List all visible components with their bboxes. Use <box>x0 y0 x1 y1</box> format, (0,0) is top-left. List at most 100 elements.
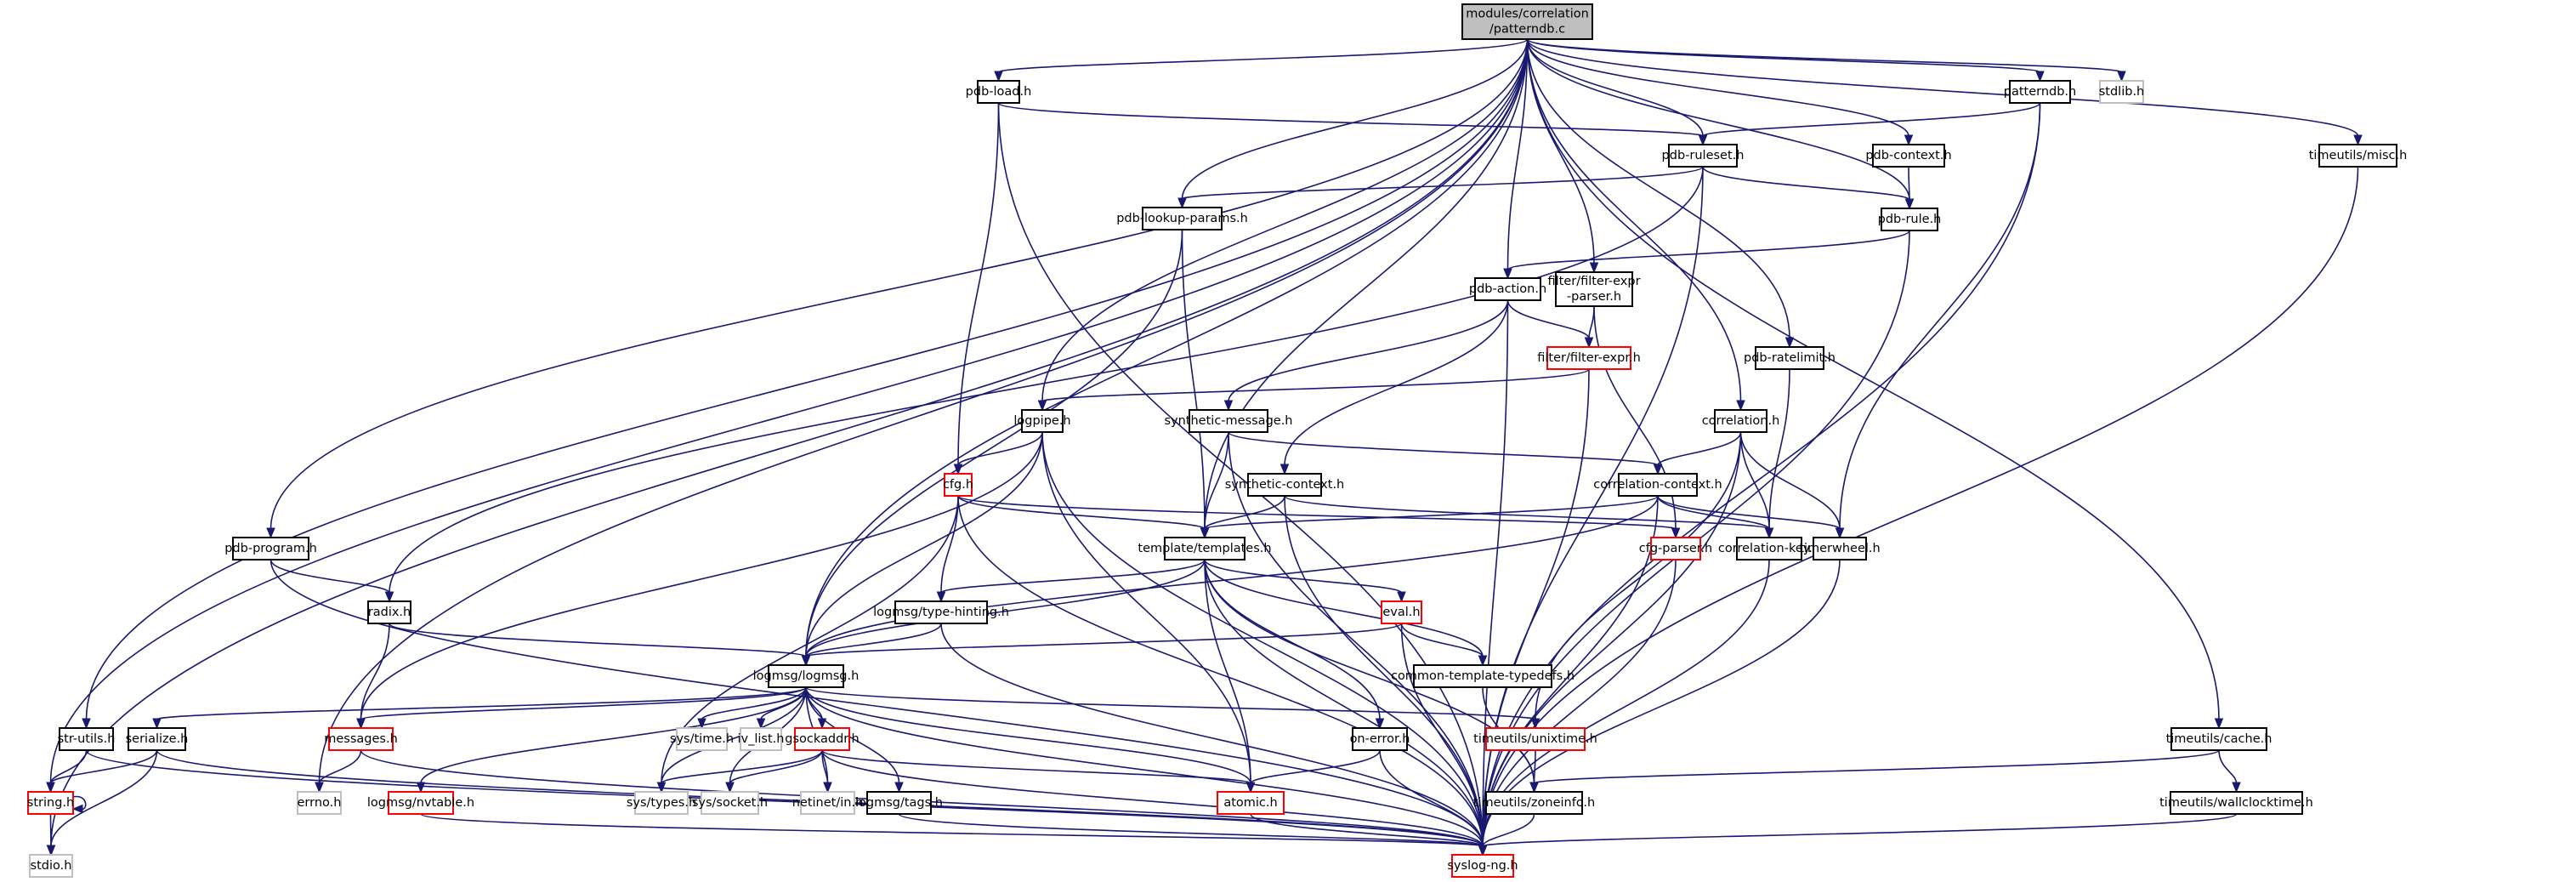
edge-serialize-to-string-h <box>49 749 158 784</box>
edge-timeutils-cache-to-zoneinfo <box>1533 749 2220 784</box>
arrowhead-icon <box>82 718 91 730</box>
node-pdb-ratelimit[interactable]: pdb-ratelimit.h <box>1744 346 1836 370</box>
edge-type-hinting-to-logmsg <box>805 623 942 657</box>
node-nvtable[interactable]: logmsg/nvtable.h <box>367 791 474 815</box>
edge-correlation-h-to-correlation-context <box>1657 431 1742 466</box>
node-pdb-rule[interactable]: pdb-rule.h <box>1878 208 1942 231</box>
edge-logpipe-to-atomic <box>1041 431 1251 784</box>
node-box <box>944 473 973 497</box>
edge-synthetic-message-to-templates <box>1204 431 1229 530</box>
node-pdb-context[interactable]: pdb-context.h <box>1865 144 1952 168</box>
edge-patterndb-h-to-timerwheel <box>1839 102 2041 530</box>
node-box <box>1217 791 1285 815</box>
node-serialize[interactable]: serialize.h <box>126 727 189 751</box>
node-box <box>1755 346 1824 370</box>
node-messages[interactable]: messages.h <box>324 727 398 751</box>
node-label: correlation-context.h <box>1593 478 1722 492</box>
arrowhead-icon <box>2353 134 2363 146</box>
node-synthetic-message[interactable]: synthetic-message.h <box>1164 409 1293 433</box>
node-patterndb-h[interactable]: patterndb.h <box>2004 80 2077 104</box>
node-wallclocktime[interactable]: timeutils/wallclocktime.h <box>2159 791 2313 815</box>
node-zoneinfo[interactable]: timeutils/zoneinfo.h <box>1473 791 1595 815</box>
node-pdb-ruleset[interactable]: pdb-ruleset.h <box>1662 144 1745 168</box>
edge-correlation-context-to-correlation-key <box>1657 495 1770 530</box>
node-box <box>1381 600 1422 624</box>
node-box <box>794 727 850 751</box>
node-box <box>676 727 728 751</box>
node-type-hinting[interactable]: logmsg/type-hinting.h <box>873 600 1009 624</box>
node-timerwheel[interactable]: timerwheel.h <box>1799 537 1881 560</box>
edge-logpipe-to-logmsg <box>805 431 1043 657</box>
node-label: patterndb.h <box>2004 85 2077 99</box>
arrowhead-icon <box>936 591 946 603</box>
node-logmsg[interactable]: logmsg/logmsg.h <box>753 664 860 688</box>
node-pdb-load[interactable]: pdb-load.h <box>966 80 1032 104</box>
node-string-h[interactable]: string.h <box>27 791 74 815</box>
node-correlation-context[interactable]: correlation-context.h <box>1593 473 1722 497</box>
node-root[interactable]: modules/correlation/patterndb.c <box>1461 3 1593 40</box>
edge-root-to-timeutils-misc <box>1526 38 2359 137</box>
node-radix[interactable]: radix.h <box>367 600 411 624</box>
edge-cfg-to-syslog-ng <box>957 495 1484 847</box>
node-box <box>1021 409 1064 433</box>
node-gsockaddr[interactable]: gsockaddr.h <box>785 727 860 751</box>
edge-root-to-pdb-ratelimit <box>1526 38 1790 339</box>
node-synthetic-context[interactable]: synthetic-context.h <box>1225 473 1345 497</box>
arrowhead-icon <box>46 845 56 856</box>
node-iv-list: iv_list.h <box>738 727 784 751</box>
node-label: pdb-lookup-params.h <box>1116 212 1248 225</box>
edge-unixtime-to-zoneinfo <box>1533 749 1536 784</box>
edge-synthetic-message-to-syslog-ng <box>1228 431 1484 847</box>
edge-type-hinting-to-syslog-ng <box>940 623 1484 847</box>
node-timeutils-cache[interactable]: timeutils/cache.h <box>2166 727 2272 751</box>
node-syslog-ng[interactable]: syslog-ng.h <box>1447 854 1518 878</box>
node-pdb-action[interactable]: pdb-action.h <box>1469 277 1546 301</box>
node-cfg-parser[interactable]: cfg-parser.h <box>1639 537 1712 560</box>
node-box <box>1714 409 1767 433</box>
arrowhead-icon <box>356 718 366 730</box>
arrowhead-icon <box>894 782 904 794</box>
node-label: common-template-typedefs.h <box>1391 669 1575 683</box>
node-cfg[interactable]: cfg.h <box>943 473 973 497</box>
node-str-utils[interactable]: str-utils.h <box>58 727 116 751</box>
node-box <box>1736 537 1802 560</box>
edge-correlation-context-to-logmsg <box>805 495 1659 657</box>
node-pdb-lookup-params[interactable]: pdb-lookup-params.h <box>1116 207 1248 230</box>
node-box <box>328 727 394 751</box>
node-box <box>1813 537 1867 560</box>
arrowhead-icon <box>1904 134 1914 146</box>
node-unixtime[interactable]: timeutils/unixtime.h <box>1473 727 1597 751</box>
node-filter-expr[interactable]: filter/filter-expr.h <box>1537 346 1641 370</box>
edge-templates-to-atomic <box>1204 559 1251 784</box>
node-label: modules/correlation <box>1466 8 1589 21</box>
node-box <box>1485 727 1586 751</box>
node-label: gsockaddr.h <box>785 732 859 746</box>
node-sys-types: sys/types.h <box>627 791 696 815</box>
node-filter-expr-parser[interactable]: filter/filter-expr-parser.h <box>1547 271 1641 307</box>
node-templates[interactable]: template/templates.h <box>1138 537 1272 560</box>
node-common-template-typedefs[interactable]: common-template-typedefs.h <box>1391 664 1575 688</box>
edge-logmsg-to-logmsg-tags <box>805 686 900 784</box>
edge-root-to-string-h <box>49 38 1529 784</box>
node-atomic[interactable]: atomic.h <box>1217 791 1285 815</box>
node-timeutils-misc[interactable]: timeutils/misc.h <box>2309 144 2408 168</box>
edge-logmsg-to-unixtime <box>805 686 1536 720</box>
edge-logmsg-to-nvtable <box>420 686 807 784</box>
node-eval[interactable]: eval.h <box>1381 600 1422 624</box>
node-box <box>1872 144 1945 168</box>
edge-root-to-correlation-h <box>1526 38 1742 402</box>
arrowhead-icon <box>1784 337 1795 349</box>
node-correlation-h[interactable]: correlation.h <box>1702 409 1780 433</box>
node-label: filter/filter-expr <box>1547 275 1640 288</box>
node-label: atomic.h <box>1223 796 1277 810</box>
node-on-error[interactable]: on-error.h <box>1350 727 1410 751</box>
node-correlation-key[interactable]: correlation-key.h <box>1718 537 1820 560</box>
node-logpipe[interactable]: logpipe.h <box>1013 409 1071 433</box>
node-box <box>1352 727 1408 751</box>
node-label: synthetic-context.h <box>1225 478 1345 492</box>
edge-root-to-logmsg <box>805 38 1529 657</box>
edge-wallclocktime-to-syslog-ng <box>1482 813 2238 847</box>
node-logmsg-tags[interactable]: logmsg/tags.h <box>855 791 943 815</box>
edge-logmsg-to-sys-types <box>661 686 807 784</box>
node-pdb-program[interactable]: pdb-program.h <box>224 537 317 560</box>
